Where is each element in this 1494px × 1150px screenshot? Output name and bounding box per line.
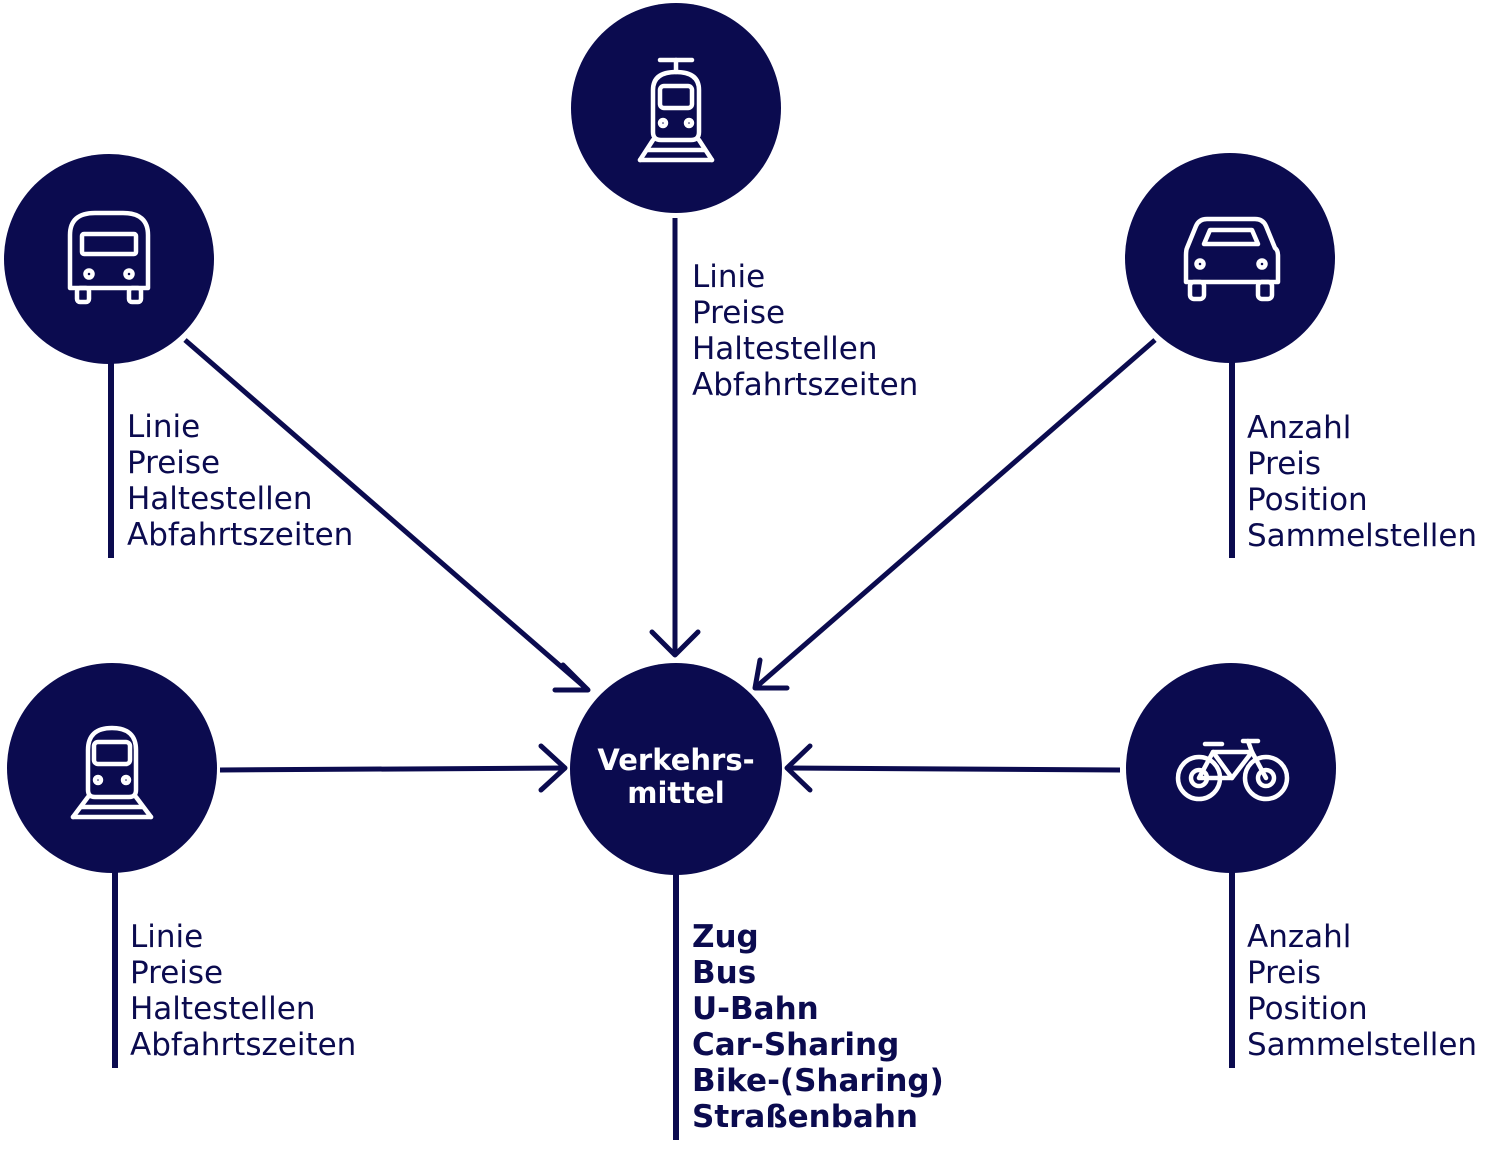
list-item: Preise: [692, 295, 785, 331]
car-icon: [1183, 216, 1281, 302]
connector-car: [752, 338, 1157, 691]
list-item: Bus: [692, 955, 756, 991]
list-item: Sammelstellen: [1247, 518, 1477, 554]
connector-bike: [784, 743, 1121, 793]
list-item: Straßenbahn: [692, 1099, 918, 1135]
list-item: Anzahl: [1247, 919, 1351, 955]
list-item: Haltestellen: [692, 331, 877, 367]
list-item: Haltestellen: [127, 481, 312, 517]
list-item: Abfahrtszeiten: [127, 517, 353, 553]
list-item: Abfahrtszeiten: [692, 367, 918, 403]
list-item: Preis: [1247, 955, 1321, 991]
list-item: Preise: [127, 445, 220, 481]
connector-bus: [183, 338, 591, 693]
list-item: Position: [1247, 991, 1368, 1027]
bus-node: [4, 154, 214, 364]
list-item: U-Bahn: [692, 991, 819, 1027]
car-node: [1125, 153, 1335, 363]
list-item: Position: [1247, 482, 1368, 518]
list-item: Bike-(Sharing): [692, 1063, 944, 1099]
train-info-list: Linie Preise Haltestellen Abfahrtszeiten: [130, 919, 356, 1063]
list-item: Car-Sharing: [692, 1027, 899, 1063]
list-item: Abfahrtszeiten: [130, 1027, 356, 1063]
list-item: Anzahl: [1247, 410, 1351, 446]
list-item: Sammelstellen: [1247, 1027, 1477, 1063]
car-info-list: Anzahl Preis Position Sammelstellen: [1247, 410, 1477, 554]
tram-icon: [637, 57, 715, 163]
connector-train: [219, 743, 568, 793]
list-item: Linie: [130, 919, 203, 955]
list-item: Linie: [692, 259, 765, 295]
bicycle-icon: [1175, 738, 1290, 802]
center-info-list: Zug Bus U-Bahn Car-Sharing Bike-(Sharing…: [692, 919, 944, 1135]
list-item: Preis: [1247, 446, 1321, 482]
list-item: Preise: [130, 955, 223, 991]
list-item: Linie: [127, 409, 200, 445]
center-node: Verkehrs- mittel: [570, 663, 782, 875]
train-icon: [70, 725, 154, 820]
tram-info-list: Linie Preise Haltestellen Abfahrtszeiten: [692, 259, 918, 403]
tram-node: [571, 3, 781, 213]
list-item: Zug: [692, 919, 759, 955]
bike-node: [1126, 663, 1336, 873]
center-label-line1: Verkehrs-: [597, 743, 754, 777]
bus-info-list: Linie Preise Haltestellen Abfahrtszeiten: [127, 409, 353, 553]
list-item: Haltestellen: [130, 991, 315, 1027]
bus-icon: [67, 210, 151, 305]
center-label-line2: mittel: [627, 776, 725, 810]
connector-tram: [649, 218, 701, 658]
train-node: [7, 663, 217, 873]
bike-info-list: Anzahl Preis Position Sammelstellen: [1247, 919, 1477, 1063]
